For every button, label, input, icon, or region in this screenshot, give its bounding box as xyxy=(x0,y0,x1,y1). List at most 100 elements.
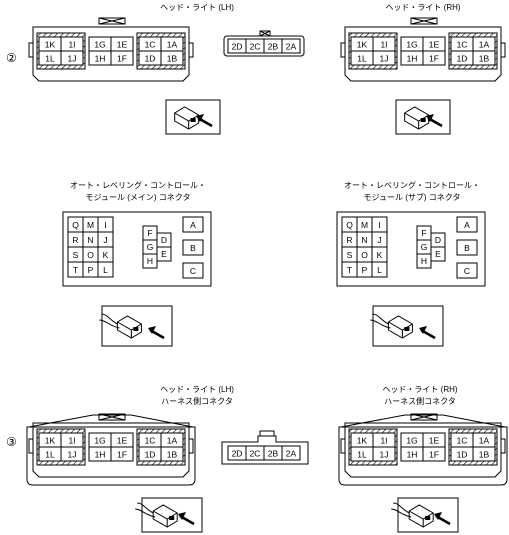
pin-N: N xyxy=(87,235,93,245)
pin-1C: 1C xyxy=(457,436,468,446)
pin-A: A xyxy=(190,220,196,230)
pin-I: I xyxy=(104,220,106,230)
pin-1H: 1H xyxy=(407,450,418,460)
pin-1F: 1F xyxy=(117,450,127,460)
pin-H: H xyxy=(421,256,427,266)
pin-J: J xyxy=(377,235,381,245)
pin-1H: 1H xyxy=(95,450,106,460)
pin-1E: 1E xyxy=(117,436,128,446)
pin-F: F xyxy=(421,228,426,238)
harness-lh-label-2: ハーネス側コネクタ xyxy=(161,396,233,406)
pin-1L: 1L xyxy=(357,450,367,460)
pin-E: E xyxy=(435,249,441,259)
pin-1I: 1I xyxy=(68,436,75,446)
pin-K: K xyxy=(377,250,383,260)
pin-1F: 1F xyxy=(429,450,439,460)
pin-1E: 1E xyxy=(429,40,440,50)
pin-G: G xyxy=(421,242,428,252)
pin-D: D xyxy=(435,235,441,245)
pin-1K: 1K xyxy=(45,436,56,446)
main-module-label-1: オート・レベリング・コントロール・ xyxy=(70,180,206,190)
pin-T: T xyxy=(347,265,352,275)
pin-L: L xyxy=(103,265,108,275)
pin-1A: 1A xyxy=(479,436,490,446)
pin-2B: 2B xyxy=(268,449,279,459)
pin-Q: Q xyxy=(346,220,353,230)
small-connector-3: 2D 2C 2B 2A xyxy=(221,430,309,465)
pin-P: P xyxy=(362,265,368,275)
pin-N: N xyxy=(361,235,367,245)
pin-E: E xyxy=(161,249,167,259)
main-module-view-icon xyxy=(99,305,173,347)
harness-lh-view-icon xyxy=(135,497,203,533)
headlight-rh-label: ヘッド・ライト (RH) xyxy=(385,3,460,12)
pin-I: I xyxy=(378,220,380,230)
pin-B: B xyxy=(190,243,196,253)
small-connector-2: 2D 2C 2B 2A xyxy=(223,30,305,57)
pin-C: C xyxy=(464,266,470,276)
pin-1A: 1A xyxy=(167,40,178,50)
pin-1F: 1F xyxy=(117,54,127,64)
main-module-label-2: モジュール (メイン) コネクタ xyxy=(86,193,191,202)
pin-1G: 1G xyxy=(406,40,417,50)
pin-2A: 2A xyxy=(286,449,297,459)
pin-2A: 2A xyxy=(286,42,297,52)
pin-1C: 1C xyxy=(457,40,468,50)
harness-rh-label-1: ヘッド・ライト (RH) xyxy=(382,385,457,394)
pin-1D: 1D xyxy=(457,54,468,64)
pin-O: O xyxy=(87,250,94,260)
pin-L: L xyxy=(377,265,382,275)
pin-1B: 1B xyxy=(479,450,490,460)
pin-1G: 1G xyxy=(94,40,105,50)
sub-module-label-2: モジュール (サブ) コネクタ xyxy=(364,192,461,202)
pin-H: H xyxy=(147,256,153,266)
pin-1B: 1B xyxy=(167,54,178,64)
pin-1D: 1D xyxy=(145,450,156,460)
pin-1J: 1J xyxy=(68,450,77,460)
pin-1J: 1J xyxy=(380,54,389,64)
pin-1A: 1A xyxy=(167,436,178,446)
pin-1I: 1I xyxy=(68,40,75,50)
pin-1C: 1C xyxy=(145,436,156,446)
pin-B: B xyxy=(464,243,470,253)
pin-1B: 1B xyxy=(479,54,490,64)
pin-F: F xyxy=(147,228,152,238)
pin-S: S xyxy=(347,250,353,260)
pin-2C: 2C xyxy=(250,42,261,52)
harness-rh-label-2: ハーネス側コネクタ xyxy=(384,396,456,406)
pin-1C: 1C xyxy=(145,40,156,50)
pin-1H: 1H xyxy=(407,54,418,64)
pin-R: R xyxy=(346,235,352,245)
pin-1H: 1H xyxy=(95,54,106,64)
pin-1L: 1L xyxy=(45,54,55,64)
sub-module-label-1: オート・レベリング・コントロール・ xyxy=(344,180,480,190)
step-3-marker: ③ xyxy=(6,435,17,449)
pin-S: S xyxy=(73,250,79,260)
pin-M: M xyxy=(87,220,94,230)
pin-Q: Q xyxy=(72,220,79,230)
harness-lh-label-1: ヘッド・ライト (LH) xyxy=(160,385,234,394)
pin-1B: 1B xyxy=(167,450,178,460)
pin-2B: 2B xyxy=(268,42,279,52)
step-2-marker: ② xyxy=(6,51,17,65)
pin-1J: 1J xyxy=(380,450,389,460)
pin-1L: 1L xyxy=(357,54,367,64)
pin-1A: 1A xyxy=(479,40,490,50)
pin-A: A xyxy=(464,220,470,230)
pin-2C: 2C xyxy=(250,449,261,459)
pin-2D: 2D xyxy=(232,449,243,459)
headlight-lh-label: ヘッド・ライト (LH) xyxy=(160,3,234,12)
pin-2D: 2D xyxy=(232,42,243,52)
pin-1E: 1E xyxy=(429,436,440,446)
pin-1D: 1D xyxy=(145,54,156,64)
sub-module-view-icon xyxy=(370,305,444,347)
pin-D: D xyxy=(161,235,167,245)
lh-view-icon xyxy=(165,99,221,135)
pin-1E: 1E xyxy=(117,40,128,50)
